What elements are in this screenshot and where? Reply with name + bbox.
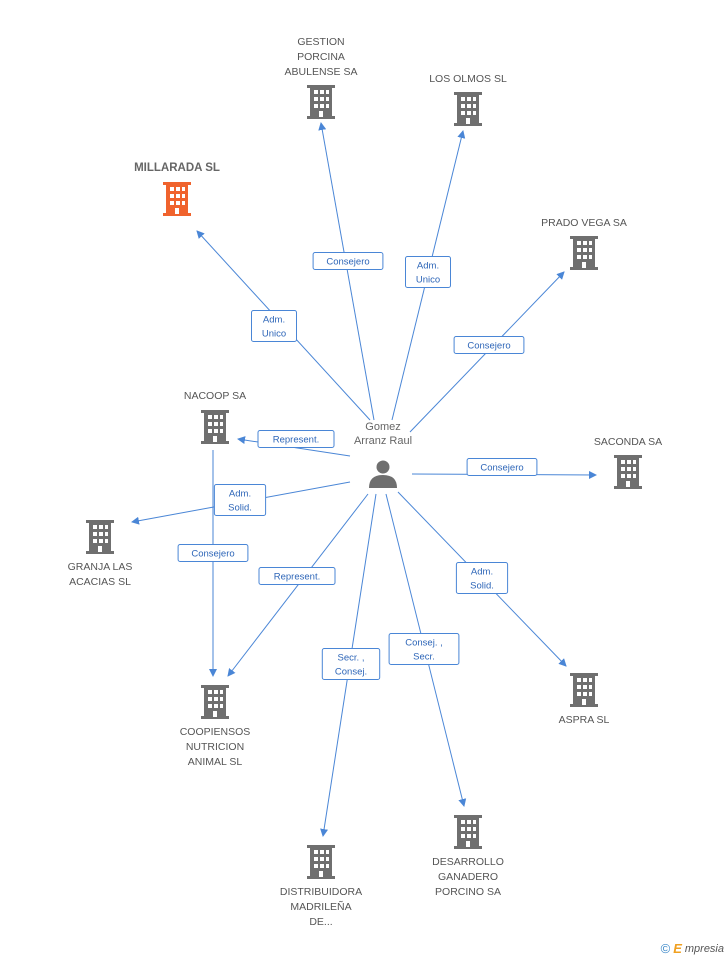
relation-label-text: Consej.: [335, 667, 367, 678]
relation-label-coopiensos[interactable]: Represent.: [258, 567, 336, 585]
company-node-nacoop[interactable]: NACOOP SA: [184, 390, 246, 444]
company-node-saconda[interactable]: SACONDA SA: [594, 436, 662, 489]
company-name: NUTRICION: [186, 741, 244, 753]
relation-label-text: Unico: [416, 275, 440, 286]
relation-label-text: Consejero: [480, 463, 523, 474]
person-name: Arranz Raul: [354, 435, 412, 447]
relation-label-text: Represent.: [274, 572, 320, 583]
relation-label-granja[interactable]: Adm. Solid.: [213, 484, 267, 516]
relation-label-text: Consej. ,: [405, 638, 443, 649]
company-name: NACOOP SA: [184, 390, 246, 402]
company-name: LOS OLMOS SL: [429, 73, 507, 85]
brand-logo-initial: E: [673, 941, 682, 956]
relation-label-aspra[interactable]: Adm. Solid.: [455, 562, 509, 594]
relation-label-nacoop[interactable]: Represent.: [257, 430, 335, 448]
company-node-millarada[interactable]: MILLARADA SL: [134, 162, 220, 216]
company-name: DESARROLLO: [432, 856, 504, 868]
relation-label-desarrollo[interactable]: Consej. , Secr.: [388, 633, 460, 665]
company-name: COOPIENSOS: [180, 726, 251, 738]
relation-label-text: Unico: [262, 329, 286, 340]
relation-label-text: Adm.: [263, 315, 285, 326]
company-node-desarrollo[interactable]: DESARROLLO GANADERO PORCINO SA: [432, 815, 504, 898]
company-name: GRANJA LAS: [68, 561, 133, 573]
company-name: MILLARADA SL: [134, 162, 220, 174]
building-icon: [201, 410, 229, 444]
edge-gestion: [318, 122, 375, 421]
relation-label-text: Adm.: [417, 261, 439, 272]
relation-label-text: Consejero: [191, 549, 234, 560]
building-icon: [163, 182, 191, 216]
relation-label-box: [466, 458, 538, 476]
relation-label-distribuidora[interactable]: Secr. , Consej.: [321, 648, 381, 680]
relation-label-gestion[interactable]: Consejero: [312, 252, 384, 270]
nodes: MILLARADA SL GESTION PORCINA ABULENSE SA LOS…: [68, 36, 663, 928]
relation-label-box: [405, 256, 451, 288]
company-node-distribuidora[interactable]: DISTRIBUIDORA MADRILEÑA DE...: [280, 845, 362, 928]
building-icon: [201, 685, 229, 719]
company-name: ASPRA SL: [559, 714, 610, 726]
company-node-gestion[interactable]: GESTION PORCINA ABULENSE SA: [285, 36, 358, 119]
relation-label-text: Secr.: [413, 652, 435, 663]
relation-label-pradovega[interactable]: Consejero: [453, 336, 525, 354]
company-name: GANADERO: [438, 871, 498, 883]
company-name: GESTION: [297, 36, 344, 48]
relation-label-box: [388, 633, 460, 665]
relation-label-box: [177, 544, 249, 562]
company-node-pradovega[interactable]: PRADO VEGA SA: [541, 217, 627, 270]
building-icon: [307, 845, 335, 879]
company-name: SACONDA SA: [594, 436, 662, 448]
company-node-coopiensos[interactable]: COOPIENSOS NUTRICION ANIMAL SL: [180, 685, 251, 768]
relation-label-saconda[interactable]: Consejero: [466, 458, 538, 476]
relation-label-text: Solid.: [228, 503, 252, 514]
building-icon: [570, 236, 598, 270]
brand-logo-text: mpresia: [684, 942, 724, 955]
relation-label-text: Secr. ,: [338, 653, 365, 664]
relation-label-box: [258, 567, 336, 585]
building-icon: [454, 815, 482, 849]
company-name: PORCINA: [297, 51, 345, 63]
building-icon: [307, 85, 335, 119]
company-name: PORCINO SA: [435, 886, 501, 898]
person-icon: [369, 460, 397, 488]
relation-label-olmos[interactable]: Adm. Unico: [405, 256, 451, 288]
relation-label-text: Solid.: [470, 581, 494, 592]
relation-label-box: [213, 484, 267, 516]
building-icon: [614, 455, 642, 489]
company-name: PRADO VEGA SA: [541, 217, 627, 229]
company-name: ACACIAS SL: [69, 576, 131, 588]
building-icon: [86, 520, 114, 554]
company-node-olmos[interactable]: LOS OLMOS SL: [429, 73, 507, 126]
building-icon: [570, 673, 598, 707]
company-name: ANIMAL SL: [188, 756, 243, 768]
company-name: DISTRIBUIDORA: [280, 886, 362, 898]
relation-label-millarada[interactable]: Adm. Unico: [251, 310, 297, 342]
relation-label-box: [257, 430, 335, 448]
relation-label-text: Adm.: [471, 567, 493, 578]
relation-label-text: Consejero: [326, 257, 369, 268]
relation-label-box: [321, 648, 381, 680]
company-name: ABULENSE SA: [285, 66, 358, 78]
relation-label-box: [453, 336, 525, 354]
company-node-granja[interactable]: GRANJA LAS ACACIAS SL: [68, 520, 133, 588]
relation-label-coopiensos_n[interactable]: Consejero: [177, 544, 249, 562]
relation-label-box: [455, 562, 509, 594]
company-name: MADRILEÑA: [290, 900, 351, 913]
relation-label-text: Adm.: [229, 489, 251, 500]
relation-label-text: Consejero: [467, 341, 510, 352]
company-node-aspra[interactable]: ASPRA SL: [559, 673, 610, 726]
company-name: DE...: [309, 916, 332, 928]
copyright-icon: ©: [660, 941, 671, 956]
relation-label-box: [251, 310, 297, 342]
person-name: Gomez: [365, 421, 400, 433]
building-icon: [454, 92, 482, 126]
relation-label-box: [312, 252, 384, 270]
relation-label-text: Represent.: [273, 435, 319, 446]
